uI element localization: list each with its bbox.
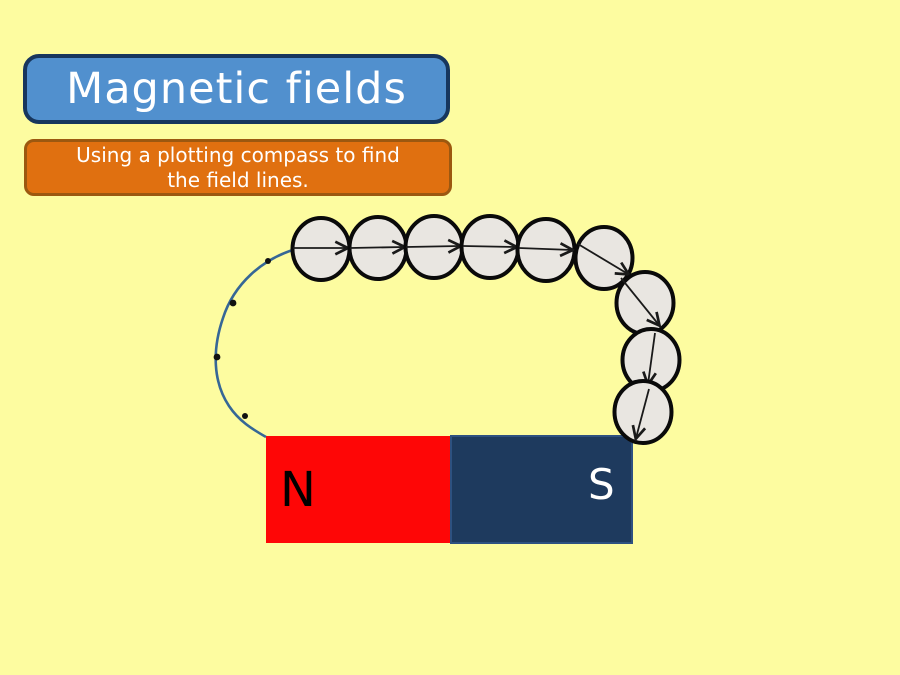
compass-needle-icon [462,239,520,255]
subtitle-line-1: Using a plotting compass to find [76,142,400,167]
page-title: Magnetic fields [66,64,407,114]
plotting-compass [573,225,635,291]
bar-magnet: N S [266,435,633,544]
compass-needle-icon [405,238,464,254]
compass-needle-icon [620,277,662,329]
compass-needle-icon [518,242,576,258]
north-pole-label: N [280,462,316,518]
south-pole-label: S [588,460,615,509]
magnet-north-pole [266,436,451,543]
plotting-compass [290,216,352,282]
compass-needle-icon [349,239,408,255]
plot-dot [265,258,271,264]
plotting-compass [515,217,577,283]
plotting-compass [459,214,521,280]
plot-dot [229,299,237,307]
compass-body [290,216,352,282]
plotting-compass [612,379,674,445]
field-line-curve [214,247,297,439]
title-box: Magnetic fields [23,54,450,124]
plotting-compass [614,270,676,336]
compass-needle-icon [631,388,650,442]
plotting-compass [347,215,409,281]
plotting-compasses [290,214,682,445]
plotting-compass [403,214,465,280]
compass-needle-icon [577,243,632,277]
field-line-plot-dots [213,258,271,419]
compass-body [614,270,676,336]
subtitle-line-2: the field lines. [167,167,309,192]
plot-dot [213,353,221,361]
subtitle-box: Using a plotting compass to find the fie… [24,139,452,196]
magnet-south-pole [450,435,633,544]
compass-needle-icon [642,332,657,388]
plot-dot [242,413,248,419]
